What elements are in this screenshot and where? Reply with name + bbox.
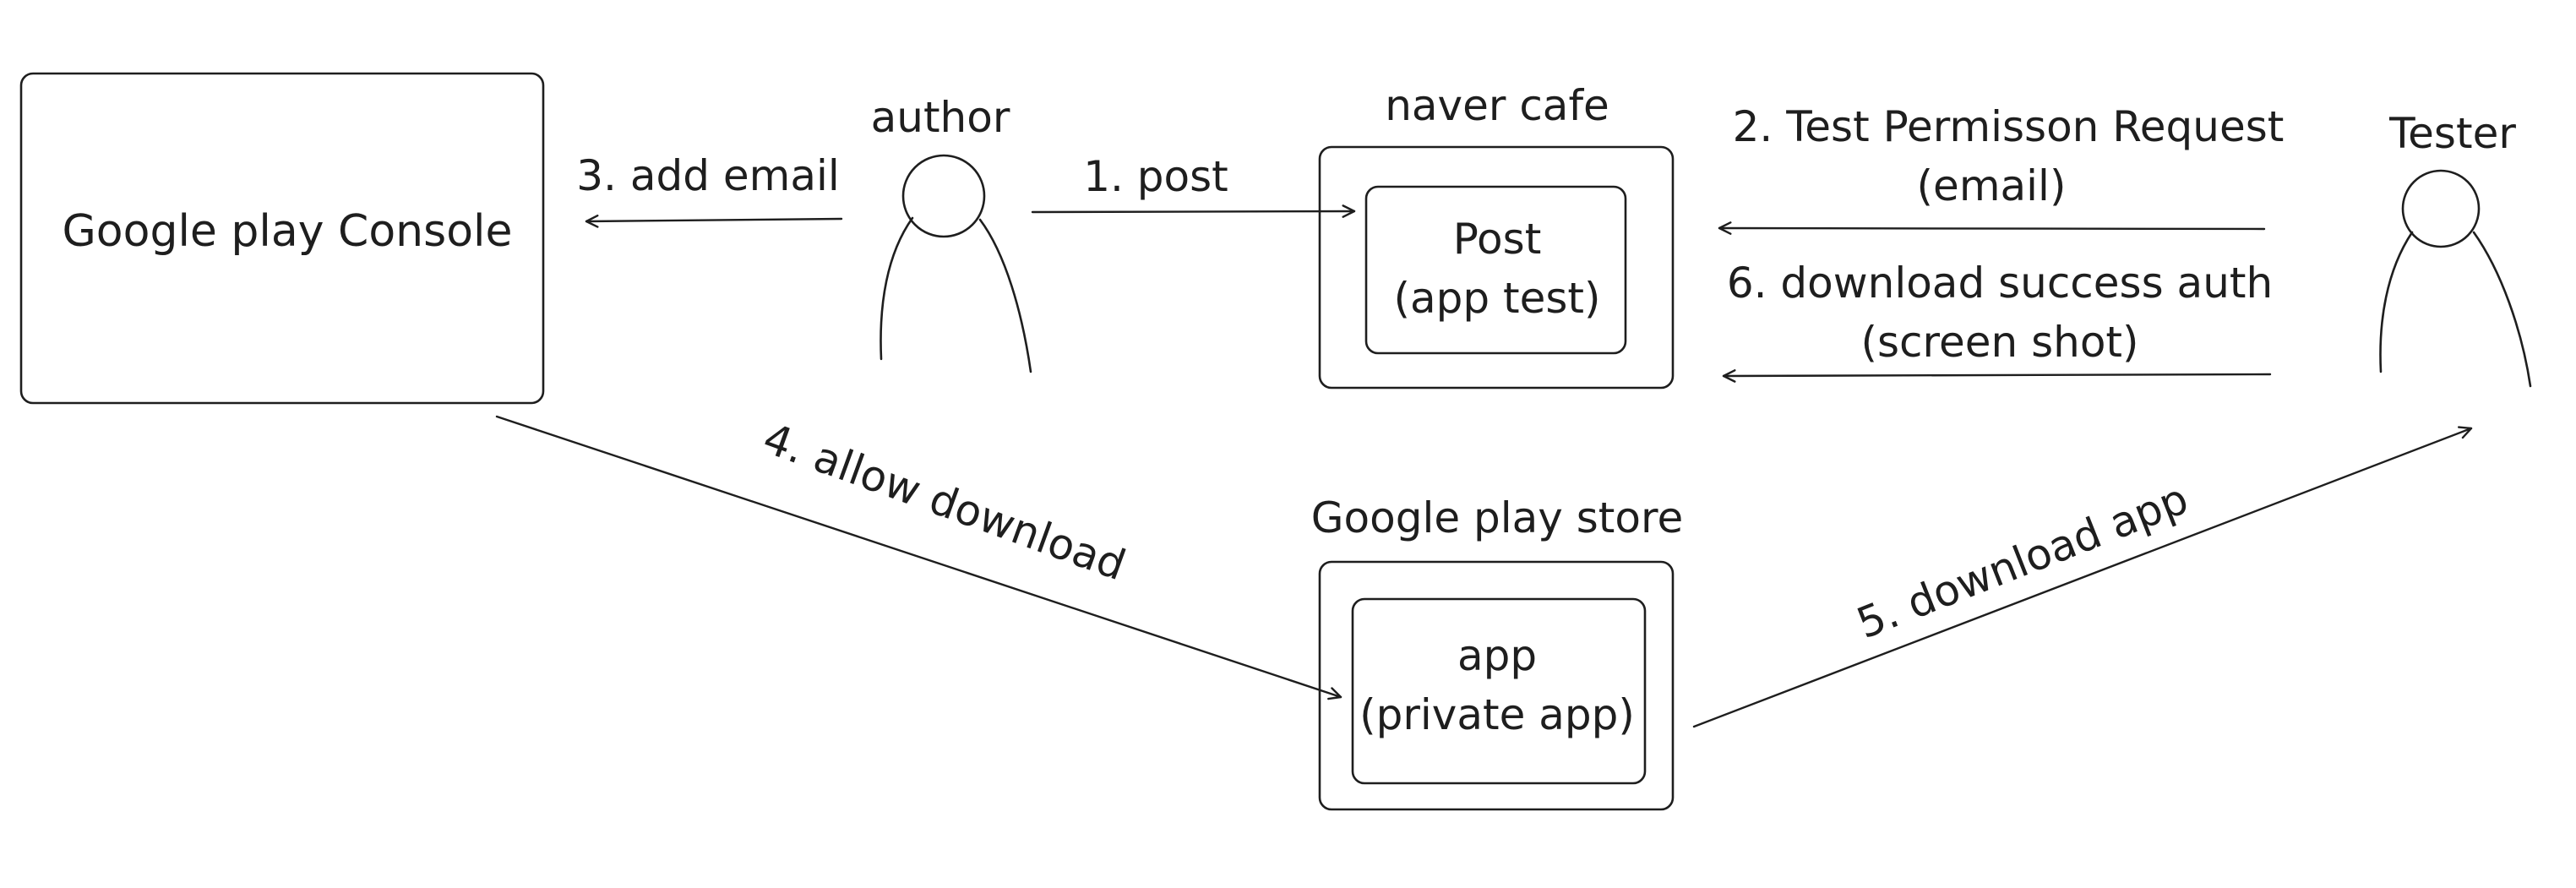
edge-allow-download-arrow <box>495 415 1342 700</box>
edge-permission-request: 2. Test Permisson Request (email) <box>1718 102 2285 235</box>
author-person-icon <box>880 154 1032 373</box>
post-subtitle: (app test) <box>1393 274 1600 323</box>
google-play-store-node: Google play store app (private app) <box>1311 493 1683 811</box>
edge-download-app: 5. download app <box>1692 426 2473 728</box>
edge-download-success: 6. download success auth (screen shot) <box>1722 259 2273 383</box>
edge-post-arrow <box>1031 204 1356 218</box>
edge-download-app-label: 5. download app <box>1850 474 2195 648</box>
edge-download-success-line2: (screen shot) <box>1860 318 2138 367</box>
app-title: app <box>1457 631 1537 680</box>
tester-label: Tester <box>2388 109 2516 158</box>
edge-allow-download-label: 4. allow download <box>757 414 1132 591</box>
edge-download-success-line1: 6. download success auth <box>1727 259 2273 308</box>
naver-cafe-title: naver cafe <box>1385 81 1609 130</box>
console-label: Google play Console <box>63 206 513 257</box>
post-box <box>1364 185 1627 355</box>
console-box <box>19 72 545 405</box>
edge-add-email-arrow <box>585 215 843 228</box>
edge-allow-download: 4. allow download <box>495 414 1342 700</box>
naver-cafe-node: naver cafe Post (app test) <box>1318 81 1675 390</box>
play-store-title: Google play store <box>1311 493 1683 542</box>
naver-cafe-box <box>1318 145 1675 390</box>
edge-download-app-arrow <box>1692 426 2473 728</box>
app-box <box>1351 597 1647 785</box>
edge-post: 1. post <box>1031 152 1356 218</box>
edge-download-success-arrow <box>1722 369 2272 383</box>
edge-add-email: 3. add email <box>576 151 843 228</box>
edge-add-email-label: 3. add email <box>576 151 840 200</box>
play-store-box <box>1318 560 1675 811</box>
edge-permission-request-line1: 2. Test Permisson Request <box>1733 102 2285 151</box>
app-subtitle: (private app) <box>1359 690 1635 739</box>
tester-node: Tester <box>2379 109 2532 388</box>
tester-person-icon <box>2379 169 2532 388</box>
edge-permission-request-line2: (email) <box>1917 161 2067 210</box>
post-title: Post <box>1453 215 1542 264</box>
author-label: author <box>871 93 1010 142</box>
google-play-console-node: Google play Console <box>19 72 545 405</box>
edge-post-label: 1. post <box>1083 152 1228 201</box>
edge-permission-request-arrow <box>1718 221 2266 235</box>
author-node: author <box>871 93 1032 373</box>
